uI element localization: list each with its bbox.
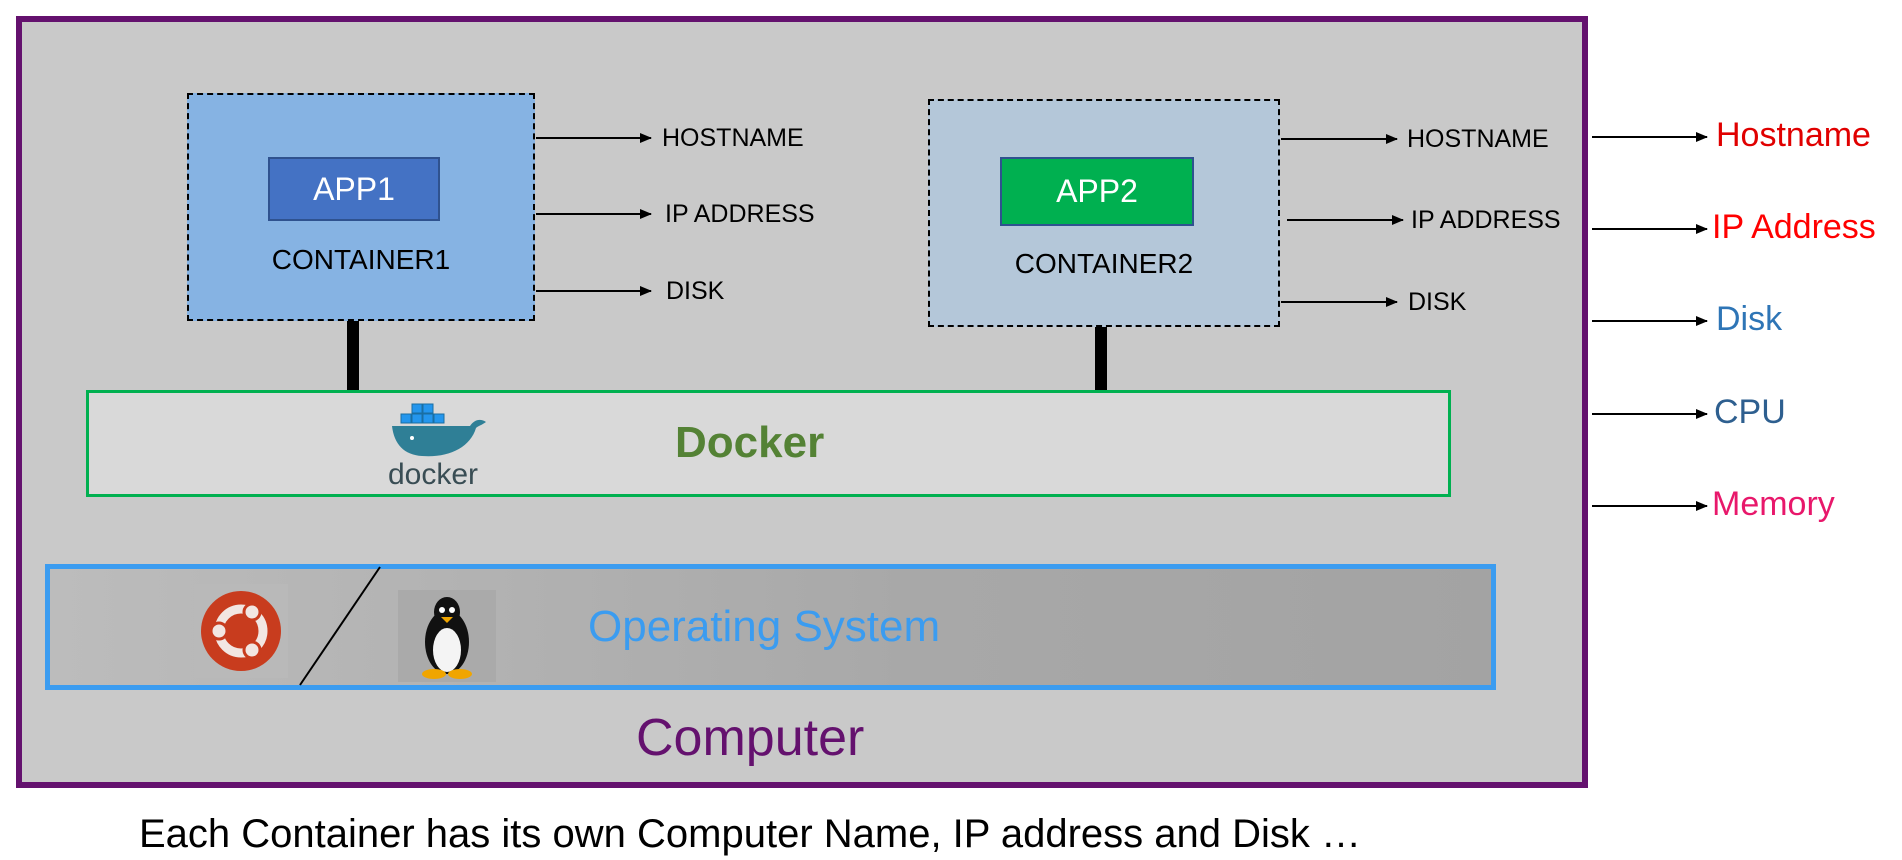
c1-hostname-label: HOSTNAME	[662, 124, 804, 152]
c1-disk-label: DISK	[666, 277, 725, 305]
pc-ip-label: IP Address	[1712, 208, 1876, 246]
pc-hostname-label: Hostname	[1716, 116, 1871, 154]
pc-memory-label: Memory	[1712, 485, 1835, 523]
docker-layer	[86, 390, 1451, 497]
container2-connector	[1095, 327, 1107, 391]
caption: Each Container has its own Computer Name…	[138, 812, 1362, 856]
container1-label: CONTAINER1	[271, 244, 451, 275]
ubuntu-tile	[194, 584, 288, 678]
container2-label: CONTAINER2	[1014, 248, 1194, 279]
container1-connector	[347, 321, 359, 391]
app2-box: APP2	[1000, 157, 1194, 226]
pc-cpu-label: CPU	[1714, 393, 1786, 431]
docker-title: Docker	[675, 418, 825, 467]
tux-tile	[398, 590, 496, 682]
pc-disk-label: Disk	[1716, 300, 1783, 338]
c2-disk-label: DISK	[1408, 288, 1467, 316]
app1-box: APP1	[268, 157, 440, 221]
tux-icon	[422, 597, 472, 679]
c2-ip-label: IP ADDRESS	[1411, 206, 1561, 234]
docker-logo-text: docker	[388, 458, 479, 491]
c2-hostname-label: HOSTNAME	[1407, 125, 1549, 153]
docker-whale-icon	[392, 403, 486, 457]
os-divider-slash	[299, 566, 381, 686]
ubuntu-icon	[201, 591, 281, 671]
computer-title: Computer	[636, 709, 865, 767]
os-title: Operating System	[588, 602, 941, 651]
c1-ip-label: IP ADDRESS	[665, 200, 815, 228]
